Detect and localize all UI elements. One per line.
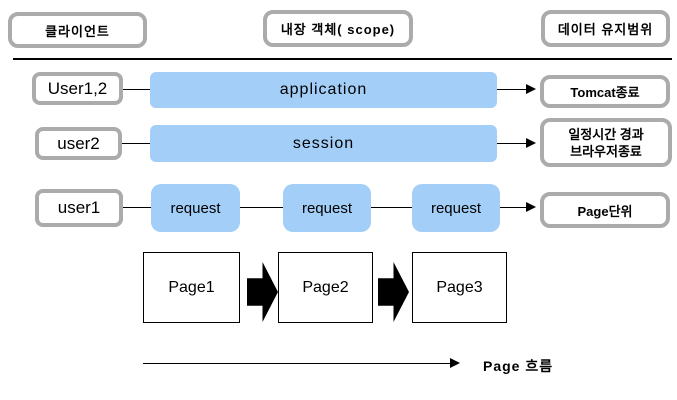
request-1-label: request: [170, 199, 221, 217]
client-box-user1-2: User1,2: [32, 72, 123, 105]
scope-bar-session: session: [150, 125, 497, 162]
connector-user12-application: [123, 89, 150, 90]
page-2-label: Page2: [302, 278, 349, 296]
client-box-user2: user2: [35, 127, 122, 160]
arrow-line-request: [500, 207, 526, 208]
retention-session-line1: 일정시간 경과: [568, 126, 644, 142]
scope-bar-application: application: [150, 72, 497, 108]
application-label: application: [279, 81, 368, 98]
connector-user1-request: [123, 207, 151, 208]
request-3-label: request: [430, 199, 482, 217]
header-divider-line: [13, 58, 672, 60]
arrow-line-session: [497, 143, 526, 144]
page-box-2: Page2: [278, 252, 373, 323]
retention-page-unit-label: Page단위: [577, 203, 633, 219]
retention-session-label: 일정시간 경과 브라우저종료: [568, 126, 643, 160]
client-user2-label: user2: [57, 133, 100, 153]
arrowhead-session-icon: [526, 138, 536, 148]
connector-request1-request2: [240, 207, 283, 208]
connector-request2-request3: [371, 207, 412, 208]
header-scope-label: 내장 객체( scope): [280, 22, 396, 37]
scope-box-request-2: request: [283, 184, 371, 232]
arrowhead-application-icon: [526, 84, 536, 94]
page-3-label: Page3: [436, 278, 483, 296]
retention-box-tomcat: Tomcat종료: [540, 75, 670, 108]
header-box-retention: 데이터 유지범위: [541, 10, 670, 47]
scope-box-request-3: request: [412, 184, 500, 232]
page-flow-arrowhead-icon: [450, 358, 460, 368]
connector-user2-session: [122, 143, 150, 144]
retention-box-session: 일정시간 경과 브라우저종료: [540, 118, 672, 167]
client-box-user1: user1: [35, 189, 123, 227]
session-label: session: [292, 134, 355, 152]
request-2-label: request: [301, 199, 353, 217]
page-flow-arrow-line: [143, 363, 450, 364]
header-box-client: 클라이언트: [8, 12, 147, 48]
page-1-label: Page1: [168, 278, 215, 296]
header-box-scope: 내장 객체( scope): [263, 10, 413, 47]
scope-box-request-1: request: [151, 184, 240, 232]
page-box-3: Page3: [412, 252, 507, 323]
page-box-1: Page1: [143, 252, 240, 323]
block-arrow-2-icon: [378, 262, 409, 322]
block-arrow-1-icon: [247, 262, 278, 322]
arrowhead-request-icon: [526, 202, 536, 212]
retention-session-line2: 브라우저종료: [570, 143, 642, 159]
retention-box-page-unit: Page단위: [540, 192, 670, 228]
header-client-label: 클라이언트: [45, 23, 110, 39]
client-user1-2-label: User1,2: [47, 78, 108, 98]
header-retention-label: 데이터 유지범위: [557, 22, 654, 37]
arrow-line-application: [497, 89, 526, 90]
retention-tomcat-label: Tomcat종료: [570, 85, 640, 100]
client-user1-label: user1: [57, 198, 101, 217]
page-flow-label: Page 흐름: [483, 358, 554, 374]
